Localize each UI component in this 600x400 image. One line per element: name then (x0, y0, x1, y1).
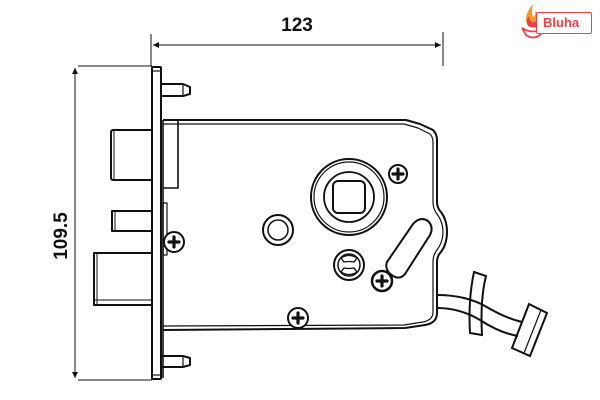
screw-center-right (370, 269, 394, 293)
cam (333, 249, 365, 281)
latch-bolt (110, 129, 152, 181)
bottom-pin (161, 355, 191, 368)
follower-hub (310, 158, 388, 236)
deadbolt (93, 252, 152, 306)
screw-bottom (287, 307, 309, 329)
lock-case (162, 119, 448, 331)
brand-logo: Bluha (516, 2, 596, 42)
height-dimension: 109.5 (51, 65, 152, 381)
wire-harness (436, 270, 523, 337)
screw-upper-right (388, 164, 408, 184)
faceplate (151, 66, 162, 380)
width-dimension: 123 (150, 15, 444, 66)
brand-logo-frame (536, 12, 592, 34)
screw-faceplate (163, 231, 185, 253)
connector (510, 302, 549, 358)
keyhole-slot (385, 218, 433, 279)
width-dimension-label: 123 (281, 15, 313, 36)
brand-name: Bluha (543, 15, 580, 30)
auxiliary-latch (111, 210, 152, 232)
cylinder-hole (262, 214, 294, 246)
top-pin (161, 83, 191, 97)
height-dimension-label: 109.5 (51, 212, 72, 260)
